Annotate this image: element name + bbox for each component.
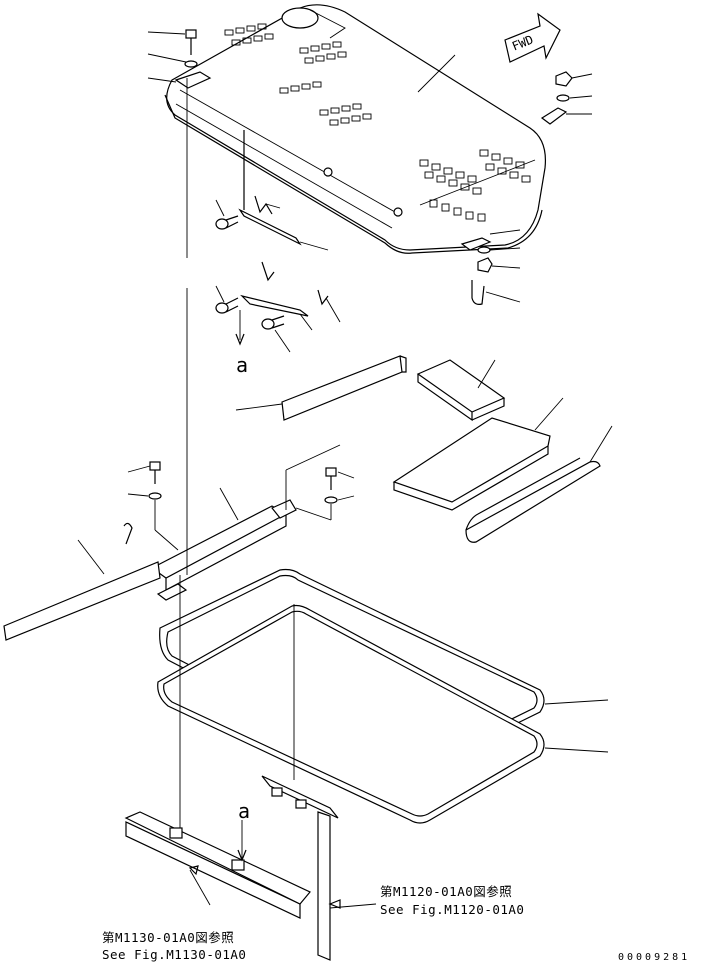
callout-a-upper: a: [236, 353, 249, 377]
ref-right-en: See Fig.M1120-01A0: [380, 902, 525, 917]
lower-left-rail: [124, 575, 311, 919]
frame-rail-upper: [150, 288, 341, 601]
mid-fasteners: [127, 461, 355, 551]
callout-a-lower: a: [238, 799, 251, 823]
right-bracket: [261, 775, 377, 961]
top-right-fasteners: [540, 71, 593, 125]
top-left-fasteners: [147, 29, 212, 258]
pins-and-clips: [215, 199, 341, 353]
fwd-arrow-icon: [504, 12, 561, 63]
page-id: 00009281: [618, 952, 691, 963]
ref-left-jp: 第M1130-01A0図参照: [102, 930, 235, 945]
sunshade-plate: [235, 355, 407, 421]
stay-rod: [238, 130, 329, 251]
roof-cover: [164, 4, 547, 254]
right-fasteners: [460, 229, 521, 305]
ref-right-jp: 第M1120-01A0図参照: [380, 884, 513, 899]
window-seals: [157, 568, 609, 824]
side-panel: [3, 522, 161, 641]
foam-pads: [392, 359, 613, 543]
ref-left-en: See Fig.M1130-01A0: [102, 947, 247, 962]
